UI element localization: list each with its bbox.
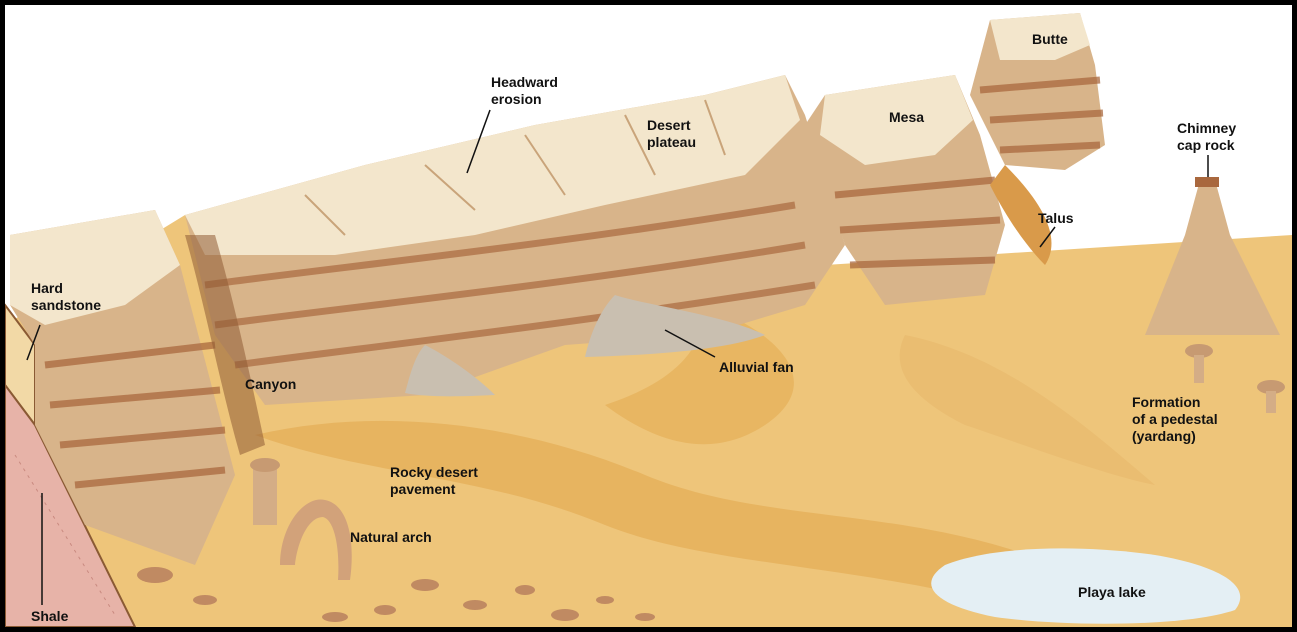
label-shale: Shale (31, 608, 68, 625)
hoodoo-rock (253, 465, 277, 525)
label-alluvial-fan: Alluvial fan (719, 359, 794, 376)
label-butte: Butte (1032, 31, 1068, 48)
pedestal-stem (1194, 355, 1204, 383)
label-headward-erosion: Headward erosion (491, 74, 558, 108)
desert-landscape-illustration (5, 5, 1292, 627)
label-playa-lake: Playa lake (1078, 584, 1146, 601)
chimney-cap (1195, 177, 1219, 187)
hoodoo-cap (250, 458, 280, 472)
label-desert-plateau: Desert plateau (647, 117, 696, 151)
label-hard-sandstone: Hard sandstone (31, 280, 101, 314)
pedestal-stem-2 (1266, 391, 1276, 413)
label-chimney-cap-rock: Chimney cap rock (1177, 120, 1236, 154)
label-mesa: Mesa (889, 109, 924, 126)
label-natural-arch: Natural arch (350, 529, 432, 546)
label-rocky-desert-pavement: Rocky desert pavement (390, 464, 478, 498)
label-talus: Talus (1038, 210, 1074, 227)
label-formation-pedestal: Formation of a pedestal (yardang) (1132, 394, 1218, 445)
label-canyon: Canyon (245, 376, 296, 393)
